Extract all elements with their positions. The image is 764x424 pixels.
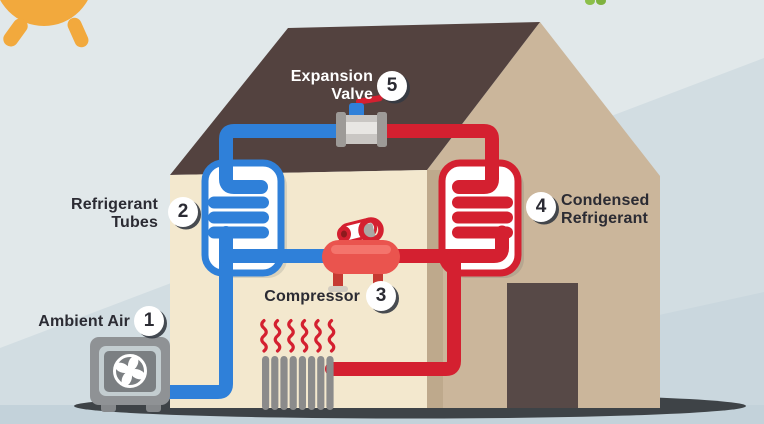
hot-pipes <box>325 124 513 376</box>
compressor-leg <box>333 270 343 288</box>
outdoor-unit-icon <box>90 337 170 412</box>
heat-waves-icon <box>260 319 336 353</box>
hot-pipe-from-compressor <box>385 225 509 263</box>
label-condensed-refrigerant-line2: Refrigerant <box>561 209 649 227</box>
step-badge-5: 5 <box>377 71 407 101</box>
radiator-icon <box>262 356 334 410</box>
compressor-icon <box>322 217 400 292</box>
valve-handle <box>349 103 364 118</box>
fan-icon <box>113 354 147 388</box>
step-badge-2: 2 <box>168 197 198 227</box>
valve-cap-right <box>377 112 387 147</box>
label-condensed-refrigerant: Condensed Refrigerant <box>561 192 701 228</box>
compressor-motor <box>337 217 384 243</box>
leaves-icon <box>585 0 606 5</box>
hot-pipe-to-radiator <box>325 249 461 376</box>
valve-body-band <box>343 122 380 134</box>
cold-pipe-to-valve <box>219 124 351 194</box>
step-badge-4: 4 <box>526 192 556 222</box>
valve-cap-left <box>336 112 346 147</box>
sun-icon <box>0 0 89 48</box>
label-expansion-valve-line1: Expansion <box>290 68 373 85</box>
hot-pipe-from-valve <box>371 124 499 194</box>
compressor-tank-highlight <box>331 245 391 254</box>
cold-pipes <box>151 124 351 399</box>
expansion-valve-icon <box>336 95 387 147</box>
label-refrigerant-tubes-line2: Tubes <box>111 213 158 231</box>
cold-pipe-from-unit <box>151 226 233 399</box>
step-badge-3: 3 <box>366 281 396 311</box>
door <box>507 283 578 408</box>
label-expansion-valve: Expansion Valve <box>233 68 373 104</box>
label-ambient-air: Ambient Air <box>38 313 130 330</box>
label-condensed-refrigerant-line1: Condensed <box>561 192 650 209</box>
compressor-foot <box>328 286 348 292</box>
label-compressor: Compressor <box>264 288 360 305</box>
label-refrigerant-tubes: Refrigerant Tubes <box>8 196 158 232</box>
label-refrigerant-tubes-line1: Refrigerant <box>70 196 158 213</box>
valve-lever <box>355 95 383 105</box>
label-expansion-valve-line2: Valve <box>331 85 373 103</box>
step-badge-1: 1 <box>134 306 164 336</box>
